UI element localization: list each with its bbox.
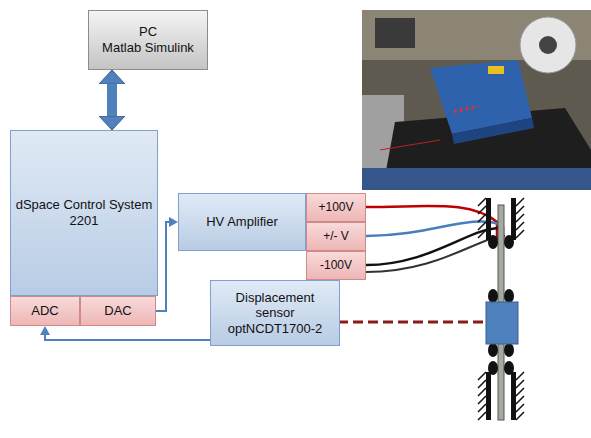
photo-disc-hub — [539, 36, 557, 54]
piezo-stage — [478, 198, 524, 420]
computer-box: PCMatlab Simulink — [88, 10, 208, 70]
voltage-terminal: +100V — [306, 193, 366, 222]
support-bottom-right — [511, 372, 516, 420]
port-box: ADC — [10, 296, 80, 326]
setup-photo — [362, 10, 591, 190]
support-top-left — [486, 198, 491, 240]
laser-beam — [338, 321, 486, 324]
clamp — [488, 235, 498, 249]
clamp — [504, 235, 514, 249]
clamp — [488, 343, 498, 357]
clamp — [504, 343, 514, 357]
port-box: DAC — [80, 296, 156, 326]
box-label: PC — [139, 24, 157, 40]
wire-ground — [366, 236, 505, 272]
clamp — [488, 361, 498, 375]
box-label: -100V — [320, 258, 352, 272]
moving-mass — [486, 302, 518, 344]
photo-laser-sensor-side — [452, 118, 534, 144]
box-label: ADC — [31, 303, 58, 319]
photo-leds — [454, 106, 478, 112]
clamp — [504, 361, 514, 375]
hatch-top — [478, 198, 524, 238]
amplifier-box: HV Amplifier — [178, 193, 306, 251]
voltage-terminal: +/- V — [306, 222, 366, 251]
box-label: Displacement sensor optNCDT1700-2 — [215, 290, 335, 337]
support-bottom-left — [486, 372, 491, 420]
box-label: HV Amplifier — [206, 214, 278, 230]
photo-laser-beam — [380, 140, 440, 150]
box-label: dSpace Control System 2201 — [15, 197, 153, 228]
controller-box: dSpace Control System 2201 — [10, 130, 158, 296]
photo-disc — [520, 17, 576, 73]
box-label: Matlab Simulink — [102, 40, 194, 56]
sensor-box: Displacement sensor optNCDT1700-2 — [210, 280, 340, 346]
box-label: +100V — [318, 200, 353, 214]
photo-part — [375, 18, 415, 48]
box-label: +/- V — [323, 229, 349, 243]
clamp — [488, 289, 498, 303]
voltage-terminal: -100V — [306, 251, 366, 280]
photo-label — [488, 66, 504, 74]
signal-connector — [107, 84, 117, 116]
photo-ground — [362, 10, 591, 190]
hatch-bottom — [478, 372, 524, 420]
box-label: DAC — [104, 303, 131, 319]
photo-rail — [362, 168, 591, 190]
support-top-right — [511, 198, 516, 240]
signal-connector — [45, 335, 210, 340]
clamp — [504, 289, 514, 303]
